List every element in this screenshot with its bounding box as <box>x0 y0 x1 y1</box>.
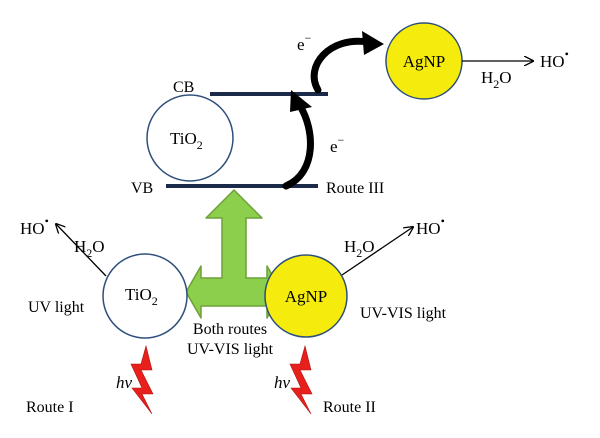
top-radical-label: HO• <box>540 47 569 71</box>
route2-water-label: H2O <box>344 237 375 260</box>
route2-hv-label: hν <box>274 373 291 392</box>
tio2-route1-label: TiO2 <box>125 285 158 308</box>
both-routes-light-label: UV-VIS light <box>187 341 274 358</box>
route2-radical-arrow <box>341 227 413 276</box>
excitation-arrow <box>282 102 314 190</box>
cb-label: CB <box>173 79 194 96</box>
green-branch-arrow <box>185 189 283 319</box>
transfer-arrow <box>310 37 372 94</box>
both-routes-label: Both routes <box>193 321 267 338</box>
route1-radical-label: HO• <box>20 214 49 238</box>
uvvis-light-label: UV-VIS light <box>360 305 447 322</box>
route3-label: Route III <box>326 180 384 197</box>
route1-label: Route I <box>26 399 74 416</box>
transfer-arrowhead <box>362 31 384 55</box>
excitation-arrowhead <box>290 90 312 112</box>
agnp-route2-label: AgNP <box>285 287 328 306</box>
electron-label-mid: e− <box>330 133 345 156</box>
route2-label: Route II <box>323 399 376 416</box>
route1-radical-arrow <box>56 224 107 277</box>
uv-light-label: UV light <box>28 299 85 316</box>
route1-hv-label: hν <box>116 373 133 392</box>
agnp-route2-circle <box>264 254 348 338</box>
route1-light-bolt <box>130 344 154 415</box>
route1-water-label: H2O <box>74 237 105 260</box>
tio2-band-circle <box>146 94 234 182</box>
route2-radical-label: HO• <box>416 214 445 238</box>
electron-label-top: e− <box>297 31 312 54</box>
top-water-label: H2O <box>481 68 512 91</box>
route2-light-bolt <box>289 344 313 415</box>
agnp-top-label: AgNP <box>403 52 446 71</box>
vb-label: VB <box>131 180 153 197</box>
tio2-route1-circle <box>102 253 188 339</box>
tio2-band-label: TiO2 <box>170 129 203 152</box>
